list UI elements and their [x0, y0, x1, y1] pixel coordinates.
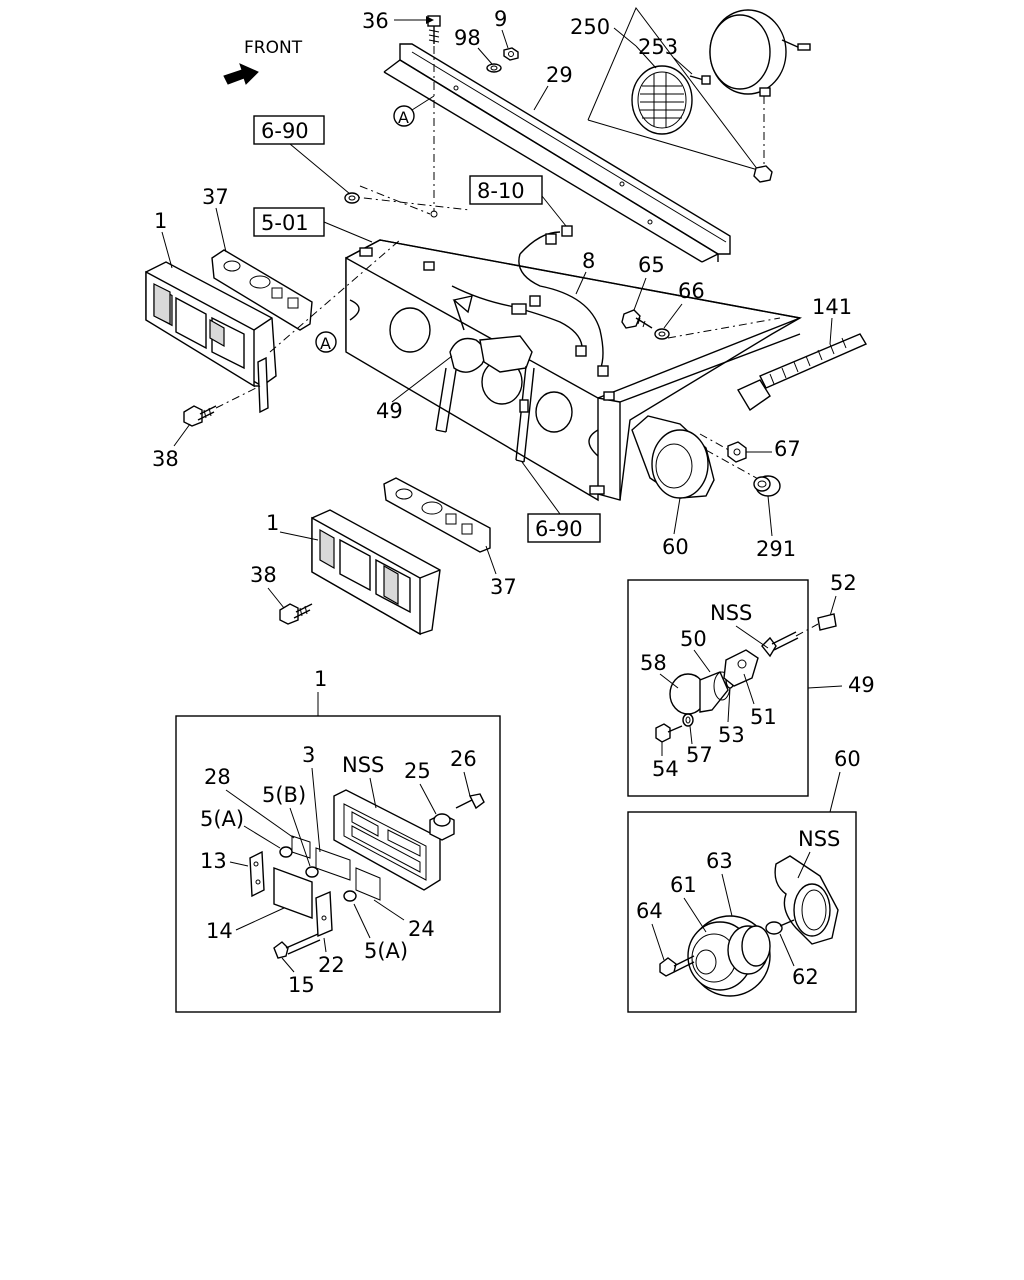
cable-tie-141	[736, 333, 868, 412]
svg-text:9: 9	[494, 7, 507, 31]
harness-8	[451, 225, 609, 377]
washer-98	[486, 63, 502, 73]
switch-panel-1-upper	[145, 261, 277, 414]
svg-text:26: 26	[450, 747, 477, 771]
svg-text:24: 24	[408, 917, 435, 941]
bolt-36	[427, 15, 441, 44]
svg-text:49: 49	[848, 673, 875, 697]
svg-text:1: 1	[154, 209, 167, 233]
svg-text:1: 1	[314, 667, 327, 691]
svg-text:62: 62	[792, 965, 819, 989]
svg-text:29: 29	[546, 63, 573, 87]
front-indicator: FRONT	[223, 38, 303, 85]
washer-66	[654, 328, 670, 340]
svg-text:49: 49	[376, 399, 403, 423]
svg-text:5(B): 5(B)	[262, 783, 306, 807]
svg-text:14: 14	[206, 919, 233, 943]
svg-text:5-01: 5-01	[261, 211, 309, 235]
nut-67	[727, 441, 747, 463]
marker-a-upper: A	[393, 95, 435, 127]
svg-text:54: 54	[652, 757, 679, 781]
svg-text:51: 51	[750, 705, 777, 729]
work-lamp-assembly	[587, 7, 811, 183]
ref-box-690-lower[interactable]: 6-90	[527, 513, 601, 543]
svg-text:66: 66	[678, 279, 705, 303]
svg-text:A: A	[320, 334, 331, 353]
callouts-main: 36 98 9 250 253 29 37 1 8 65 66 141 49 3…	[152, 7, 875, 813]
svg-text:61: 61	[670, 873, 697, 897]
svg-text:1: 1	[266, 511, 279, 535]
grommet-291	[753, 475, 781, 497]
svg-text:NSS: NSS	[798, 827, 840, 851]
svg-text:13: 13	[200, 849, 227, 873]
svg-text:22: 22	[318, 953, 345, 977]
svg-text:38: 38	[250, 563, 277, 587]
svg-text:NSS: NSS	[342, 753, 384, 777]
bracket-37-upper	[211, 249, 313, 331]
svg-text:8-10: 8-10	[477, 179, 525, 203]
svg-text:141: 141	[812, 295, 852, 319]
svg-text:253: 253	[638, 35, 678, 59]
ref-box-690-upper[interactable]: 6-90	[253, 115, 325, 145]
switch-panel-1-lower	[311, 509, 441, 636]
svg-text:50: 50	[680, 627, 707, 651]
svg-text:250: 250	[570, 15, 610, 39]
svg-text:65: 65	[638, 253, 665, 277]
detail-box-49: NSS 50 58 51 53 54 57	[627, 579, 837, 797]
svg-text:36: 36	[362, 9, 389, 33]
ref-box-501[interactable]: 5-01	[253, 207, 325, 237]
marker-a-lower: A	[315, 331, 337, 353]
svg-text:60: 60	[662, 535, 689, 559]
svg-text:64: 64	[636, 899, 663, 923]
svg-text:53: 53	[718, 723, 745, 747]
svg-text:25: 25	[404, 759, 431, 783]
svg-text:NSS: NSS	[710, 601, 752, 625]
svg-text:52: 52	[830, 571, 857, 595]
svg-text:3: 3	[302, 743, 315, 767]
svg-text:A: A	[398, 108, 409, 127]
svg-text:60: 60	[834, 747, 861, 771]
washer-upper-690	[344, 192, 360, 204]
svg-text:8: 8	[582, 249, 595, 273]
svg-text:6-90: 6-90	[261, 119, 309, 143]
detail-box-1: NSS 3 25 26 28 5(B) 5(A) 13 14 24 5(A) 2…	[175, 715, 501, 1013]
svg-text:5(A): 5(A)	[200, 807, 244, 831]
bolt-38-lower	[279, 603, 313, 625]
svg-text:15: 15	[288, 973, 315, 997]
svg-text:6-90: 6-90	[535, 517, 583, 541]
svg-text:67: 67	[774, 437, 801, 461]
svg-text:98: 98	[454, 26, 481, 50]
nut-9	[503, 47, 519, 61]
cross-member-29	[383, 43, 731, 263]
svg-text:38: 38	[152, 447, 179, 471]
bracket-37-lower	[383, 477, 491, 553]
svg-text:28: 28	[204, 765, 231, 789]
front-label: FRONT	[244, 38, 303, 58]
svg-text:57: 57	[686, 743, 713, 767]
detail-box-60: NSS 63 61 64 62	[627, 811, 857, 1013]
svg-text:291: 291	[756, 537, 796, 561]
horn-60	[631, 415, 761, 499]
bolt-38-upper	[183, 385, 261, 427]
svg-text:58: 58	[640, 651, 667, 675]
panel-housing	[345, 239, 803, 502]
front-arrow-icon	[223, 63, 259, 85]
svg-text:37: 37	[202, 185, 229, 209]
svg-text:37: 37	[490, 575, 517, 599]
ref-box-810[interactable]: 8-10	[469, 175, 543, 205]
dimmer-49	[435, 295, 535, 463]
svg-text:5(A): 5(A)	[364, 939, 408, 963]
svg-text:63: 63	[706, 849, 733, 873]
